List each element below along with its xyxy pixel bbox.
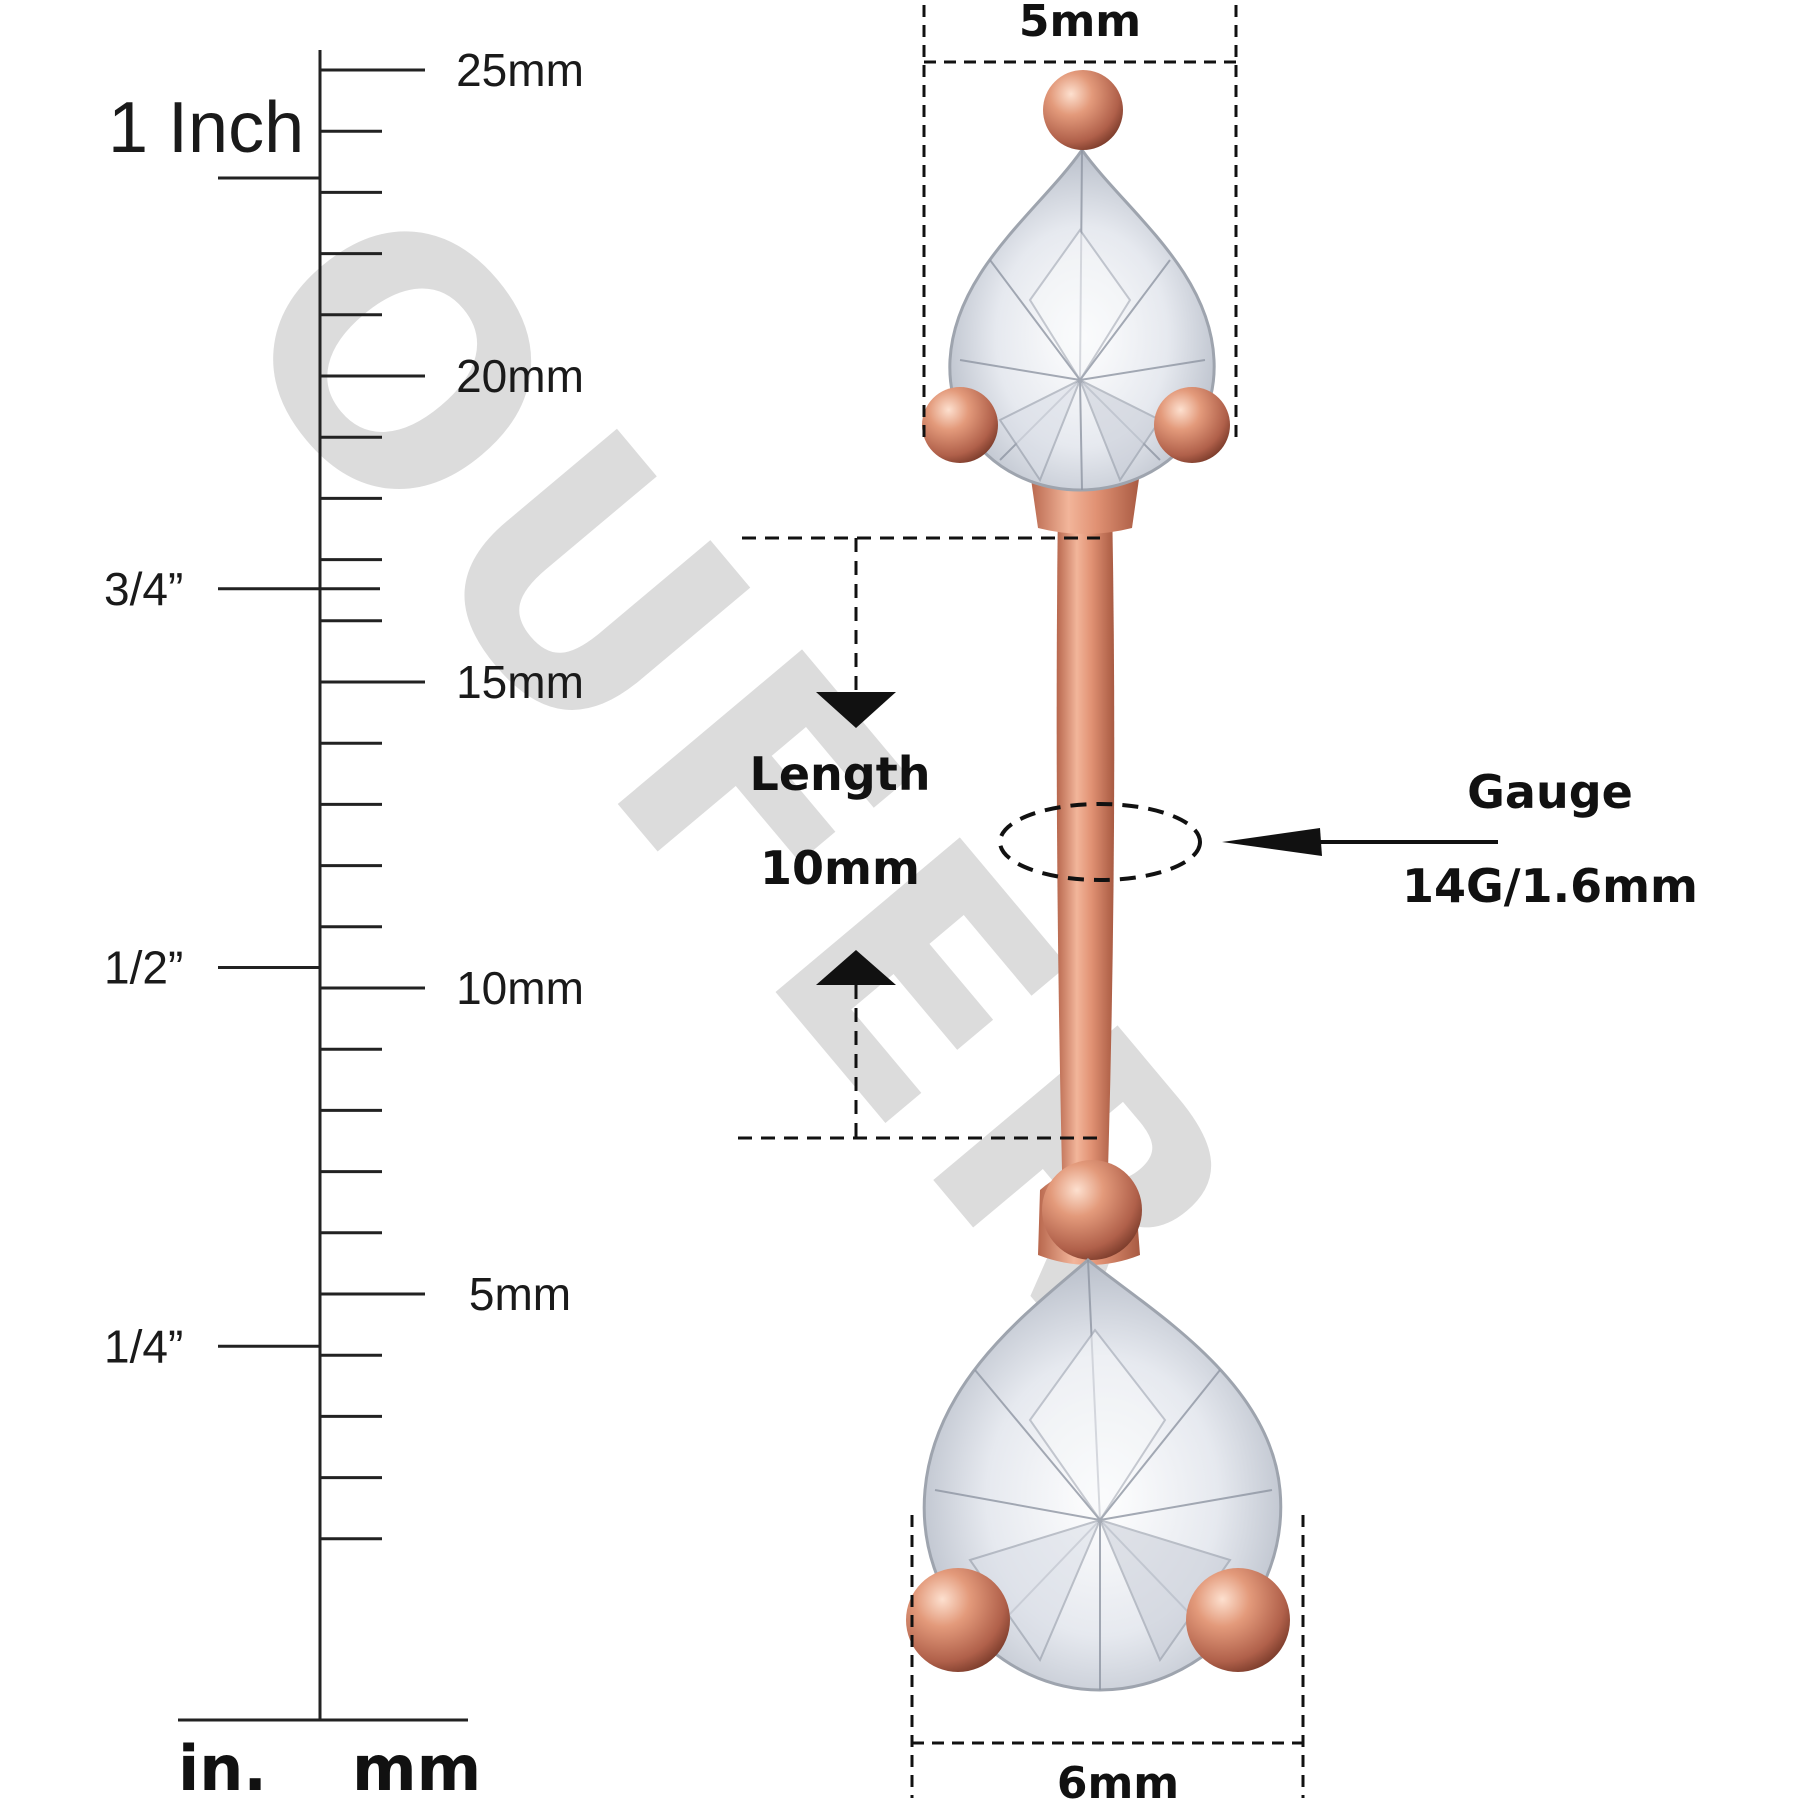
length-value: 10mm bbox=[760, 841, 920, 895]
top-width-dimension bbox=[922, 5, 1238, 440]
gauge-ellipse bbox=[998, 802, 1202, 882]
inch-ticks: 3/4” 1/2” 1/4” bbox=[104, 563, 380, 1372]
top-prong-right bbox=[1154, 387, 1230, 463]
bottom-prong-left bbox=[906, 1568, 1010, 1672]
top-gem-stone bbox=[948, 147, 1216, 492]
length-arrow-down bbox=[816, 692, 896, 728]
inch-label: 1/2” bbox=[104, 942, 183, 994]
unit-label-mm: mm bbox=[352, 1732, 481, 1800]
gauge-arrow-head bbox=[1222, 828, 1322, 856]
mm-label: 5mm bbox=[469, 1268, 571, 1320]
inch-label: 1/4” bbox=[104, 1320, 183, 1372]
mm-ticks: 25mm 20mm 15mm 10mm 5mm bbox=[320, 44, 584, 1541]
mm-label: 10mm bbox=[456, 962, 584, 1014]
length-arrow-up bbox=[816, 950, 896, 985]
mm-label: 25mm bbox=[456, 44, 584, 96]
bottom-gem bbox=[922, 1258, 1283, 1692]
top-gem-facets bbox=[959, 149, 1206, 491]
bottom-gem-width-label: 6mm bbox=[1057, 1758, 1179, 1800]
gauge-value: 14G/1.6mm bbox=[1402, 859, 1698, 913]
belly-ring-product bbox=[906, 70, 1290, 1692]
inch-heading: 1 Inch bbox=[108, 88, 304, 168]
top-prong-left bbox=[922, 387, 998, 463]
length-title: Length bbox=[750, 747, 931, 801]
bottom-top-ball bbox=[1042, 1160, 1142, 1260]
mm-label: 20mm bbox=[456, 350, 584, 402]
bottom-prong-right bbox=[1186, 1568, 1290, 1672]
inch-label: 3/4” bbox=[104, 563, 183, 615]
mm-label: 15mm bbox=[456, 656, 584, 708]
unit-label-inches: in. bbox=[178, 1732, 267, 1800]
barbell-bar bbox=[1056, 500, 1115, 1170]
top-gem-width-label: 5mm bbox=[1019, 0, 1141, 47]
gauge-title: Gauge bbox=[1467, 765, 1633, 819]
bottom-width-dimension bbox=[910, 1515, 1305, 1798]
length-dimension bbox=[738, 536, 1100, 1140]
bottom-gem-facets bbox=[934, 1259, 1273, 1690]
top-gem bbox=[948, 147, 1216, 492]
top-prong-ball bbox=[1043, 70, 1123, 150]
